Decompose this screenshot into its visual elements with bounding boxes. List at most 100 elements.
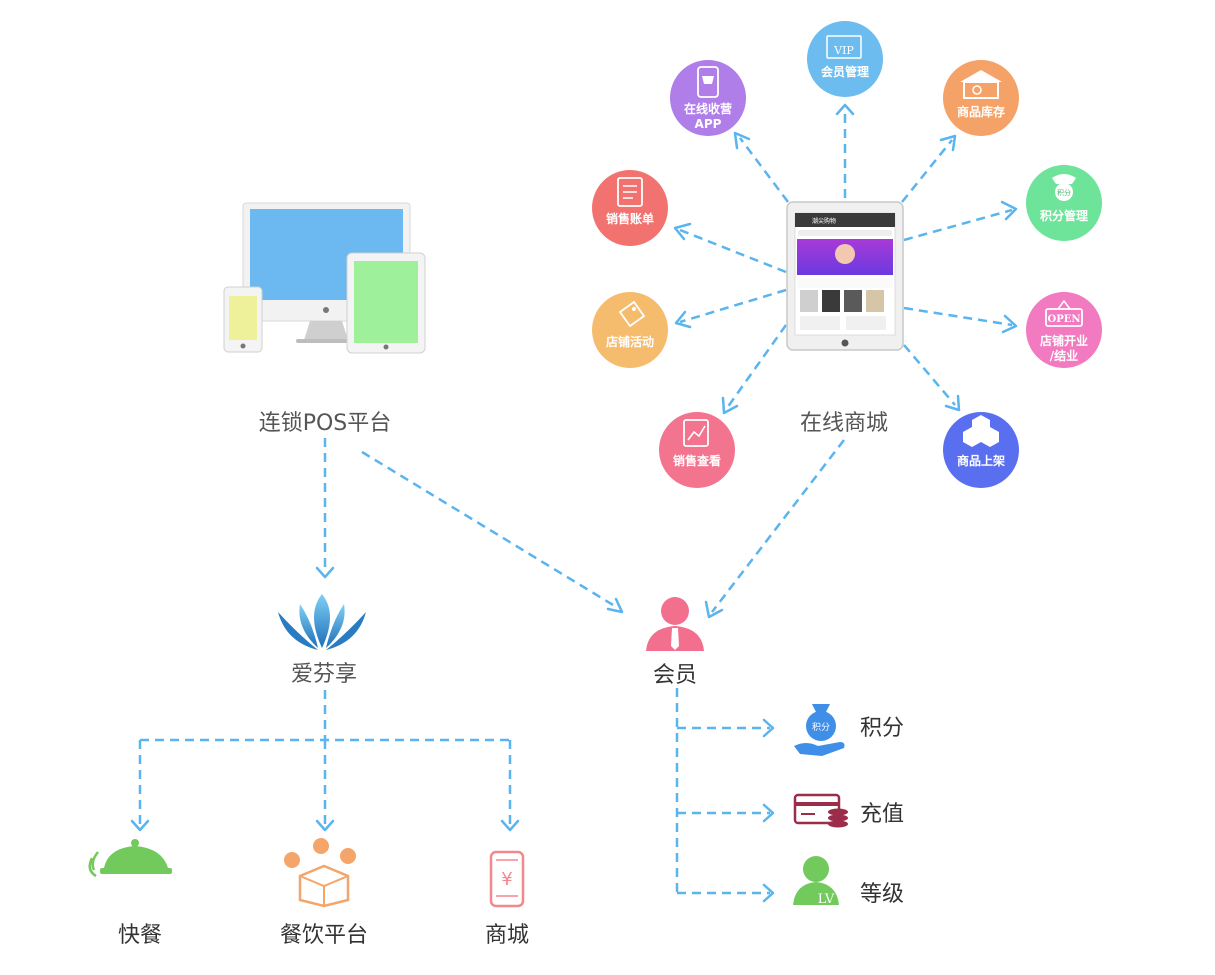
- circle-label: APP: [695, 117, 722, 131]
- circle-label: 店铺开业: [1040, 333, 1088, 348]
- circle-online-cashier-app: 在线收营 APP: [670, 60, 746, 136]
- food-cloche-icon: [88, 839, 172, 878]
- arrowhead-icon: [1001, 314, 1018, 334]
- edge-to-promo: [679, 288, 787, 324]
- node-pos-platform: 连锁POS平台: [259, 411, 392, 436]
- node-aifenxiang: 爱芬享: [291, 662, 357, 687]
- node-mall: 商城: [485, 923, 529, 948]
- warehouse-icon: [960, 70, 1002, 82]
- arrowhead-icon: [704, 600, 724, 619]
- node-fast-food: 快餐: [118, 923, 162, 948]
- circle-sales-bill: 销售账单: [592, 170, 668, 246]
- circle-sales-view: 销售查看: [659, 412, 735, 488]
- product-thumb: [866, 290, 884, 312]
- arrowhead-icon: [606, 597, 624, 614]
- product-card: [800, 316, 840, 330]
- circle-label: 在线收营: [684, 101, 732, 116]
- open-sign-icon: [1045, 308, 1083, 327]
- member-feature-points: 积分: [860, 716, 904, 741]
- circle-label: 商品库存: [957, 104, 1005, 119]
- edge-to-salesbill: [679, 228, 787, 274]
- circle-label: 会员管理: [821, 64, 869, 79]
- sales-chart-icon: [683, 419, 709, 447]
- edge-to-pointsmgmt: [903, 208, 1013, 242]
- circle-product-listing: 商品上架: [943, 412, 1019, 488]
- edge-to-salesview: [725, 324, 788, 409]
- points-badge-text: 积分: [1057, 188, 1071, 197]
- edge-to-open: [903, 306, 1013, 327]
- banner-model-image: [835, 244, 855, 264]
- arrowhead-icon: [674, 310, 692, 329]
- mall-phone-icon: ¥: [489, 850, 525, 908]
- pos-phone-screen: [229, 296, 257, 340]
- mall-tablet-home-button-icon: [841, 339, 849, 347]
- vip-badge-text: VIP: [833, 44, 854, 57]
- edge-pos-to-member: [361, 450, 619, 610]
- circle-product-inventory: 商品库存: [943, 60, 1019, 136]
- arrowhead-icon: [721, 396, 739, 415]
- price-tag-icon: [618, 300, 646, 328]
- member-feature-level: 等级: [860, 882, 904, 907]
- points-bag-icon: [1052, 174, 1076, 184]
- edge-to-app: [739, 137, 789, 203]
- member-person-icon: [646, 597, 704, 651]
- arrowhead-icon: [762, 718, 775, 738]
- arrowhead-icon: [673, 222, 692, 241]
- arrowhead-icon: [944, 394, 961, 412]
- connectors: [130, 103, 1018, 903]
- monitor-stand: [304, 321, 348, 340]
- catering-box-icon: [284, 838, 356, 908]
- arrowhead-icon: [939, 134, 957, 152]
- recharge-card-coins-icon: [793, 793, 848, 828]
- vip-card-icon: [826, 35, 862, 59]
- open-badge-text: OPEN: [1048, 314, 1081, 325]
- product-card: [846, 316, 886, 330]
- product-thumb: [800, 290, 818, 312]
- mall-app-title: 潮尖购物: [812, 217, 836, 225]
- wechat-pay-icon: [284, 852, 300, 868]
- node-online-mall: 在线商城: [800, 411, 888, 436]
- mobile-cart-icon: [697, 66, 719, 98]
- edge-to-stock: [901, 139, 953, 203]
- edge-mall-to-member: [711, 439, 845, 613]
- points-icon-text: 积分: [812, 721, 830, 733]
- product-thumb: [822, 290, 840, 312]
- circle-points-management: 积分 积分管理: [1026, 165, 1102, 241]
- node-catering-platform: 餐饮平台: [280, 923, 368, 948]
- circle-member-management: VIP 会员管理: [807, 21, 883, 97]
- bill-list-icon: [617, 177, 643, 207]
- mall-app-searchbar: [798, 230, 892, 236]
- circle-label: /结业: [1050, 348, 1078, 363]
- lotus-logo-icon: [278, 594, 366, 650]
- circle-label: 销售查看: [673, 453, 721, 468]
- member-feature-recharge: 充值: [860, 802, 904, 827]
- card-pay-icon: [340, 848, 356, 864]
- node-member: 会员: [653, 663, 697, 688]
- pos-tablet-screen: [354, 261, 418, 343]
- arrowhead-icon: [762, 883, 775, 903]
- circle-store-promotion: 店铺活动: [592, 292, 668, 368]
- circle-store-open-close: OPEN 店铺开业 /结业: [1026, 292, 1102, 368]
- arrowhead-icon: [835, 103, 855, 116]
- arrowhead-icon: [315, 566, 335, 579]
- pos-devices-illustration: [223, 202, 426, 354]
- arrowhead-icon: [762, 803, 775, 823]
- arrowhead-icon: [733, 131, 751, 150]
- level-user-icon: LV: [793, 856, 839, 907]
- circle-label: 店铺活动: [606, 334, 654, 349]
- arrowhead-icon: [1000, 200, 1018, 221]
- arrowhead-icon: [500, 819, 520, 832]
- monitor-camera-icon: [323, 307, 329, 313]
- arrowhead-icon: [130, 819, 150, 832]
- yuan-symbol-icon: ¥: [501, 869, 512, 890]
- arrowhead-icon: [315, 819, 335, 832]
- online-mall-tablet: 潮尖购物: [786, 201, 904, 351]
- points-hand-icon: 积分: [794, 704, 845, 756]
- pos-tablet-button-icon: [383, 344, 389, 350]
- alipay-icon: [313, 838, 329, 854]
- magnifier-icon: [972, 85, 982, 95]
- level-badge-text: LV: [818, 892, 835, 907]
- product-thumb: [844, 290, 862, 312]
- edge-to-shelf: [903, 344, 956, 406]
